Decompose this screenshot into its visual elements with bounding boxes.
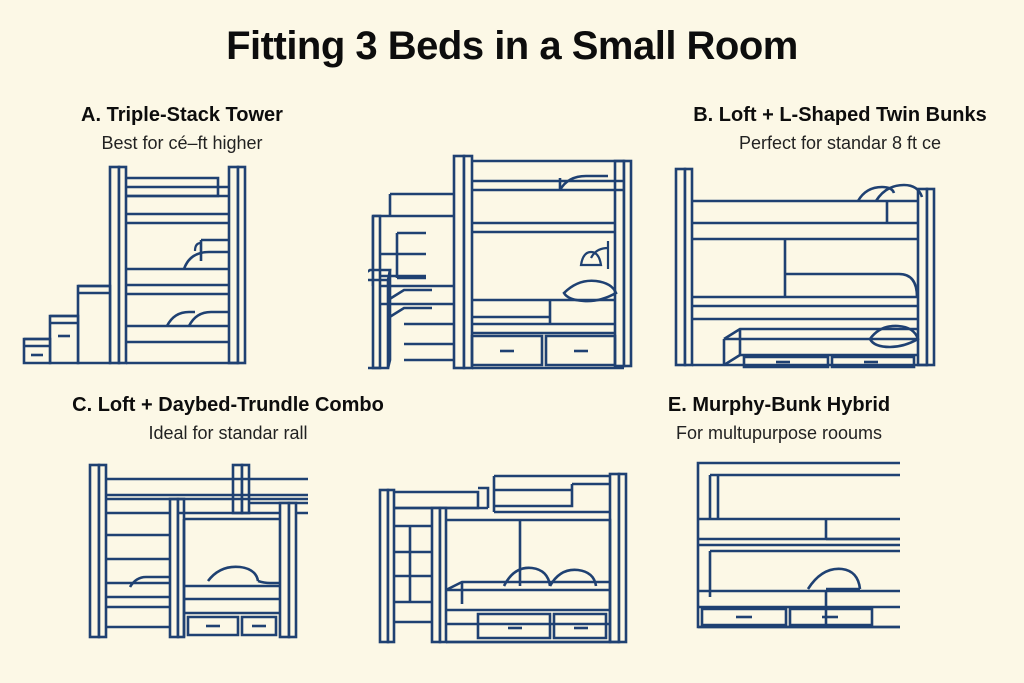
illustration-loft-daybed-trundle-combo bbox=[18, 451, 438, 649]
card-c-header: C. Loft + Daybed-Trundle Combo Ideal for… bbox=[18, 394, 438, 445]
card-e-subtitle: For multupurpose rooums bbox=[675, 423, 883, 443]
card-c-title: C. Loft + Daybed-Trundle Combo bbox=[72, 394, 384, 416]
illustration-bunk-bed-with-ladder-lamp-and-drawers bbox=[368, 128, 638, 373]
card-b-subtitle: Perfect for standar 8 ft ce bbox=[738, 133, 942, 153]
card-e-title: E. Murphy-Bunk Hybrid bbox=[667, 394, 891, 416]
card-triple-stack-tower: A. Triple-Stack Tower Best for cé–ft hig… bbox=[22, 104, 342, 371]
illustration-loft-l-shaped-twin-bunks bbox=[662, 161, 1018, 373]
card-c-subtitle: Ideal for standar rall bbox=[148, 423, 308, 443]
illustration-murphy-bunk-hybrid bbox=[600, 451, 958, 641]
card-b-title: B. Loft + L-Shaped Twin Bunks bbox=[693, 104, 987, 126]
illustration-triple-stack-tower bbox=[22, 161, 342, 371]
card-murphy-bunk-hybrid: E. Murphy-Bunk Hybrid For multupurpose r… bbox=[600, 394, 958, 641]
card-a-header: A. Triple-Stack Tower Best for cé–ft hig… bbox=[22, 104, 342, 155]
illustration-loft-bunk-with-ladder-and-storage-drawers bbox=[370, 462, 632, 654]
card-b-header: B. Loft + L-Shaped Twin Bunks Perfect fo… bbox=[662, 104, 1018, 155]
card-loft-daybed-trundle-combo: C. Loft + Daybed-Trundle Combo Ideal for… bbox=[18, 394, 438, 649]
card-a-title: A. Triple-Stack Tower bbox=[81, 104, 283, 126]
card-e-header: E. Murphy-Bunk Hybrid For multupurpose r… bbox=[600, 394, 958, 445]
card-loft-l-shaped-twin-bunks: B. Loft + L-Shaped Twin Bunks Perfect fo… bbox=[662, 104, 1018, 373]
page-title: Fitting 3 Beds in a Small Room bbox=[226, 24, 798, 68]
card-a-subtitle: Best for cé–ft higher bbox=[101, 133, 263, 153]
